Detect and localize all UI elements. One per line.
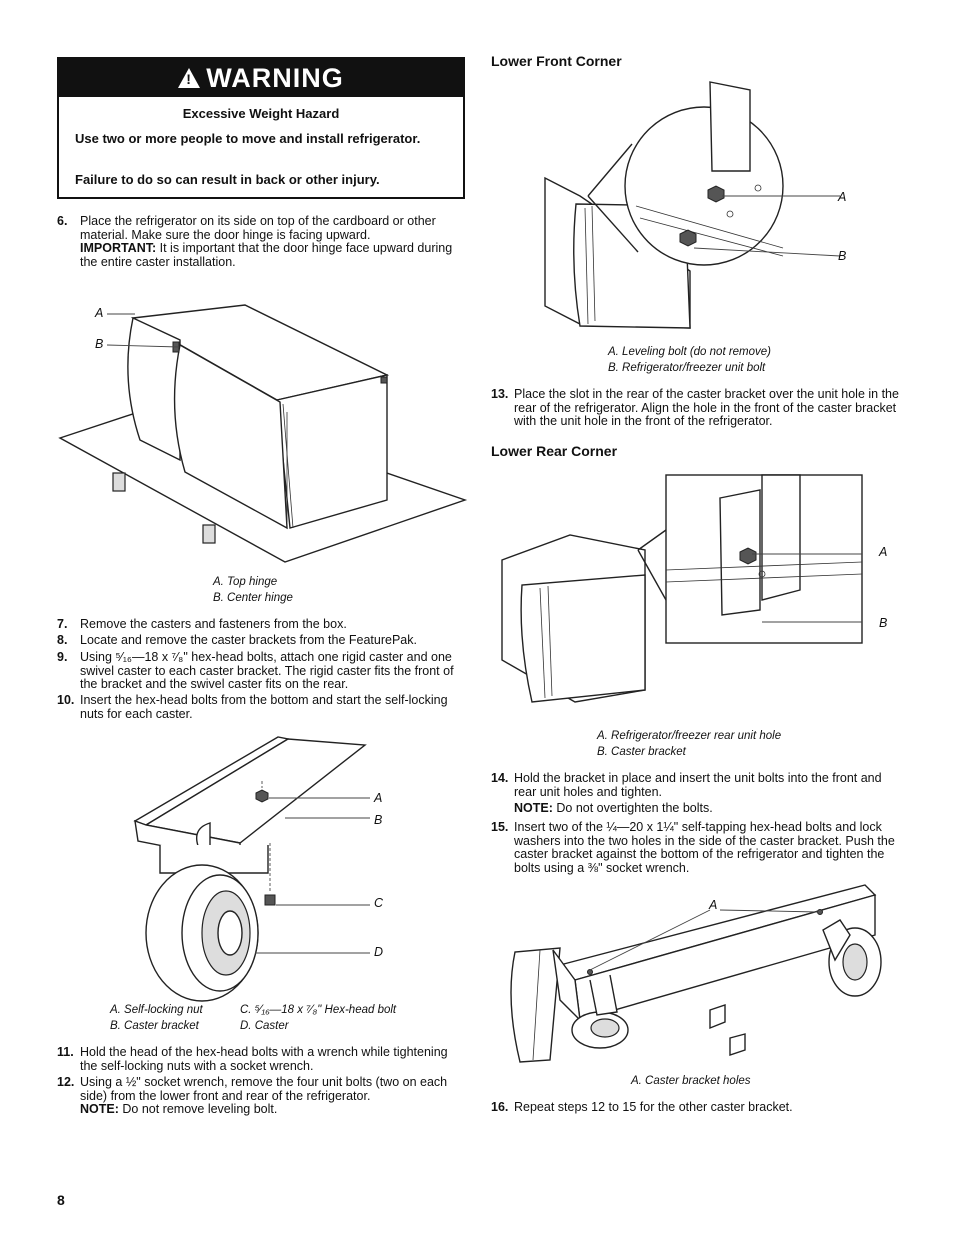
lower-rear-corner-figure (501, 474, 863, 703)
fig4-label-a: A (879, 545, 888, 559)
step-number: 6. (57, 214, 68, 228)
step-text: Remove the casters and fasteners from th… (80, 617, 347, 631)
fig4-caption-a: A. Refrigerator/freezer rear unit hole (597, 730, 782, 742)
caster-assembly-figure (133, 736, 370, 1002)
freezer-door (127, 316, 181, 462)
bracket-hole-icon (587, 969, 593, 975)
warning-line-2: Failure to do so can result in back or o… (75, 172, 380, 187)
hex-head-bolt-icon (264, 894, 276, 906)
page-number: 8 (57, 1192, 65, 1208)
cabinet-end (276, 374, 388, 529)
fig3-label-b: B (838, 249, 847, 263)
heading-lower-front-corner: Lower Front Corner (491, 53, 622, 69)
fig5-caption-a: A. Caster bracket holes (631, 1075, 751, 1087)
warning-title: Excessive Weight Hazard (182, 106, 340, 121)
step-text: Repeat steps 12 to 15 for the other cast… (514, 1100, 793, 1114)
step-number: 14. (491, 771, 509, 785)
fig2-label-a: A (374, 791, 383, 805)
step-text: Using ⁵⁄₁₆—18 x ⁷⁄₈" hex-head bolts, att… (80, 650, 454, 691)
caster-bracket-installed-figure (510, 884, 882, 1063)
fig4-label-b: B (879, 616, 888, 630)
note-text: Do not remove leveling bolt. (122, 1102, 278, 1116)
step-number: 8. (57, 633, 68, 647)
door-edge (520, 574, 646, 703)
warning-line-1: Use two or more people to move and insta… (75, 131, 421, 146)
refrigerator-on-side-figure (58, 304, 468, 563)
step-text: Locate and remove the caster brackets fr… (80, 633, 417, 647)
step-text: Insert the hex-head bolts from the botto… (80, 693, 448, 721)
rear-unit-hole-bolt-icon (739, 547, 757, 565)
leveling-bolt-icon (707, 185, 725, 203)
step-text: Hold the bracket in place and insert the… (514, 771, 882, 799)
step-text: Place the slot in the rear of the caster… (514, 387, 899, 428)
fig2-caption-b: B. Caster bracket (110, 1020, 199, 1032)
warning-banner-text: WARNING (206, 63, 344, 93)
step-number: 13. (491, 387, 509, 401)
fig5-label-a: A (709, 898, 718, 912)
fig2-label-d: D (374, 945, 384, 959)
fig3-label-a: A (838, 190, 847, 204)
fig2-label-c: C (374, 896, 384, 910)
support-block (112, 472, 126, 492)
step-text: Insert two of the ¼—20 x 1¼" self-tappin… (514, 820, 895, 875)
fig2-caption-a: A. Self-locking nut (110, 1004, 203, 1016)
step-number: 9. (57, 650, 68, 664)
step-number: 15. (491, 820, 509, 834)
note-label: NOTE: (514, 801, 553, 815)
step-number: 11. (57, 1045, 74, 1059)
fridge-door (173, 343, 288, 530)
step-number: 16. (491, 1100, 509, 1114)
warning-banner: !WARNING (59, 59, 463, 97)
self-locking-nut-icon (255, 789, 269, 803)
step-text: Hold the head of the hex-head bolts with… (80, 1045, 448, 1073)
step-number: 10. (57, 693, 75, 707)
note-label: NOTE: (80, 1102, 119, 1116)
step-text: Place the refrigerator on its side on to… (80, 214, 436, 242)
fig3-caption-a: A. Leveling bolt (do not remove) (608, 346, 772, 358)
step-number: 12. (57, 1075, 75, 1089)
fig2-caption-c: C. ⁵⁄₁₆—18 x ⁷⁄₈" Hex-head bolt (240, 1004, 397, 1016)
cabinet-side (510, 947, 561, 1063)
heading-lower-rear-corner: Lower Rear Corner (491, 443, 618, 459)
fig1-caption-a: A. Top hinge (213, 576, 278, 588)
important-text: It is important that the door hinge face… (80, 241, 453, 269)
fig2-label-b: B (374, 813, 383, 827)
fig2-caption-d: D. Caster (240, 1020, 289, 1032)
fig1-label-a: A (95, 306, 104, 320)
note-text: Do not overtighten the bolts. (556, 801, 713, 815)
step-text: Using a ½" socket wrench, remove the fou… (80, 1075, 448, 1103)
warning-box: !WARNING Excessive Weight Hazard Use two… (57, 57, 465, 199)
bracket-hole-icon (817, 909, 823, 915)
fig1-caption-b: B. Center hinge (213, 592, 293, 604)
fig1-label-b: B (95, 337, 104, 351)
support-block (202, 524, 216, 544)
warning-icon: ! (178, 68, 201, 88)
step-number: 7. (57, 617, 68, 631)
important-label: IMPORTANT: (80, 241, 157, 255)
fig4-caption-b: B. Caster bracket (597, 746, 686, 758)
unit-bolt-icon (679, 229, 697, 247)
lower-front-corner-figure (544, 81, 841, 329)
top-hinge-icon (380, 376, 388, 384)
fig3-caption-b: B. Refrigerator/freezer unit bolt (608, 362, 766, 374)
